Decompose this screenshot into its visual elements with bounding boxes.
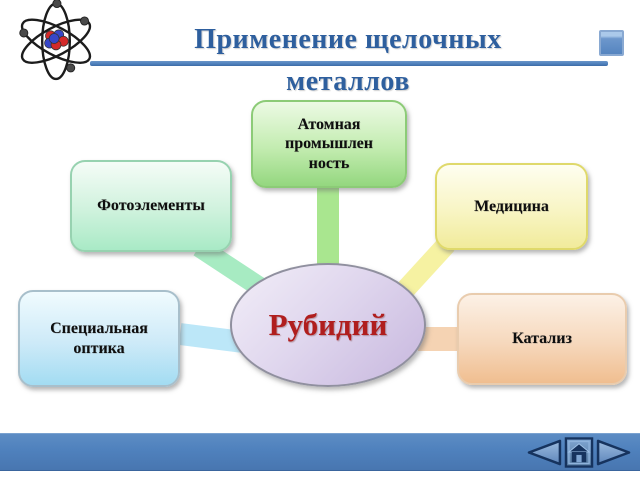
title-underline (90, 61, 608, 66)
node-label-line: Фотоэлементы (97, 197, 205, 215)
node-photocells: Фотоэлементы (70, 160, 232, 252)
node-label-line: ность (308, 154, 350, 172)
node-label-line: Атомная (297, 116, 361, 134)
next-slide-button[interactable] (596, 438, 633, 467)
node-label-line: Специальная (50, 320, 148, 338)
decorative-square (599, 30, 624, 56)
node-label-line: промышлен (284, 135, 373, 153)
next-arrow-icon (596, 439, 631, 466)
node-catalysis: Катализ (457, 293, 627, 385)
node-label-line: Медицина (474, 197, 549, 215)
slide-navigation (524, 437, 634, 468)
node-atomic-industry: Атомная промышлен ность (251, 100, 407, 188)
node-special-optics: Специальная оптика (18, 290, 180, 387)
slide-title-line2: металлов (286, 66, 410, 97)
home-button[interactable] (564, 437, 594, 468)
node-label-line: Катализ (512, 330, 572, 348)
center-topic-label: Рубидий (268, 307, 388, 342)
atom-icon (19, 0, 92, 81)
home-icon (567, 443, 591, 463)
center-topic-ellipse: Рубидий (230, 263, 426, 387)
connector-medicine (396, 237, 455, 298)
previous-arrow-icon (527, 439, 562, 466)
node-label-line: оптика (73, 339, 125, 357)
connector-atomic-industry (317, 186, 339, 272)
slide-title-line1: Применение щелочных (194, 24, 502, 55)
previous-slide-button[interactable] (525, 438, 562, 467)
node-medicine: Медицина (435, 163, 588, 250)
